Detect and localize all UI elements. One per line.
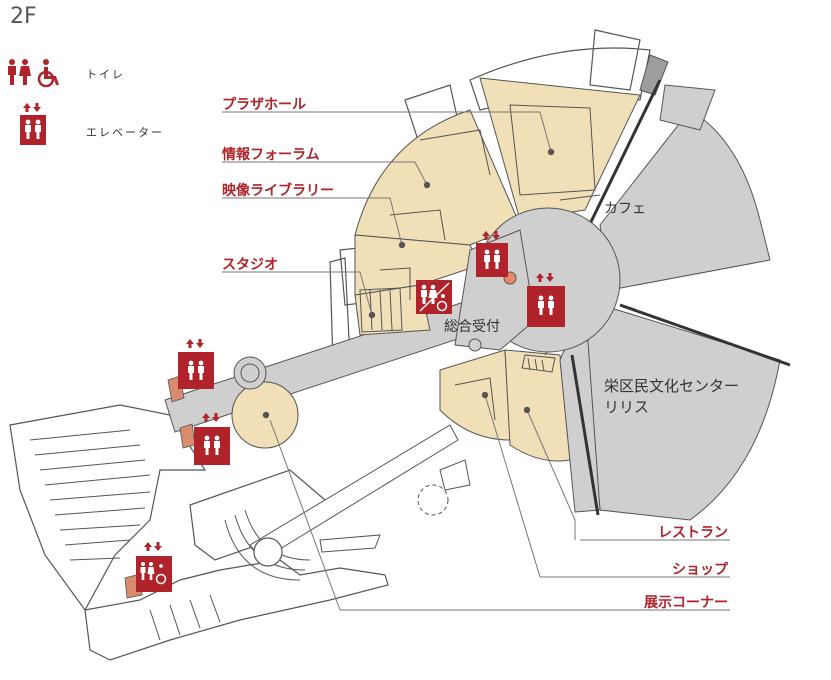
callout-studio: スタジオ (222, 257, 278, 273)
elevator-icon (178, 339, 214, 389)
cultural-center-name: 栄区民文化センター (604, 377, 740, 395)
elevator-icon (476, 231, 508, 277)
callout-restaurant: レストラン (658, 525, 728, 541)
callout-video-library: 映像ライブラリー (222, 183, 334, 199)
cultural-center-subname: リリス (604, 398, 650, 416)
callout-plaza-hall: プラザホール (222, 97, 306, 113)
cultural-center-label: 栄区民文化センター リリス (604, 376, 739, 418)
reception-label: 総合受付 (444, 319, 500, 335)
floor-level-label: 2F (10, 4, 37, 29)
toilet-icon (8, 59, 59, 88)
callout-info-forum: 情報フォーラム (222, 147, 320, 163)
elevator-icon (20, 103, 46, 145)
elevator-legend-label: エレベーター (86, 126, 164, 139)
callout-exhibition-corner: 展示コーナー (644, 595, 728, 611)
accessible-toilet-icon (136, 542, 172, 592)
toilet-legend-label: トイレ (86, 68, 125, 81)
elevator-icon (194, 413, 230, 465)
cafe-label: カフェ (604, 201, 646, 217)
callout-shop: ショップ (672, 562, 728, 578)
accessible-toilet-icon (416, 280, 452, 314)
elevator-icon (527, 273, 565, 327)
